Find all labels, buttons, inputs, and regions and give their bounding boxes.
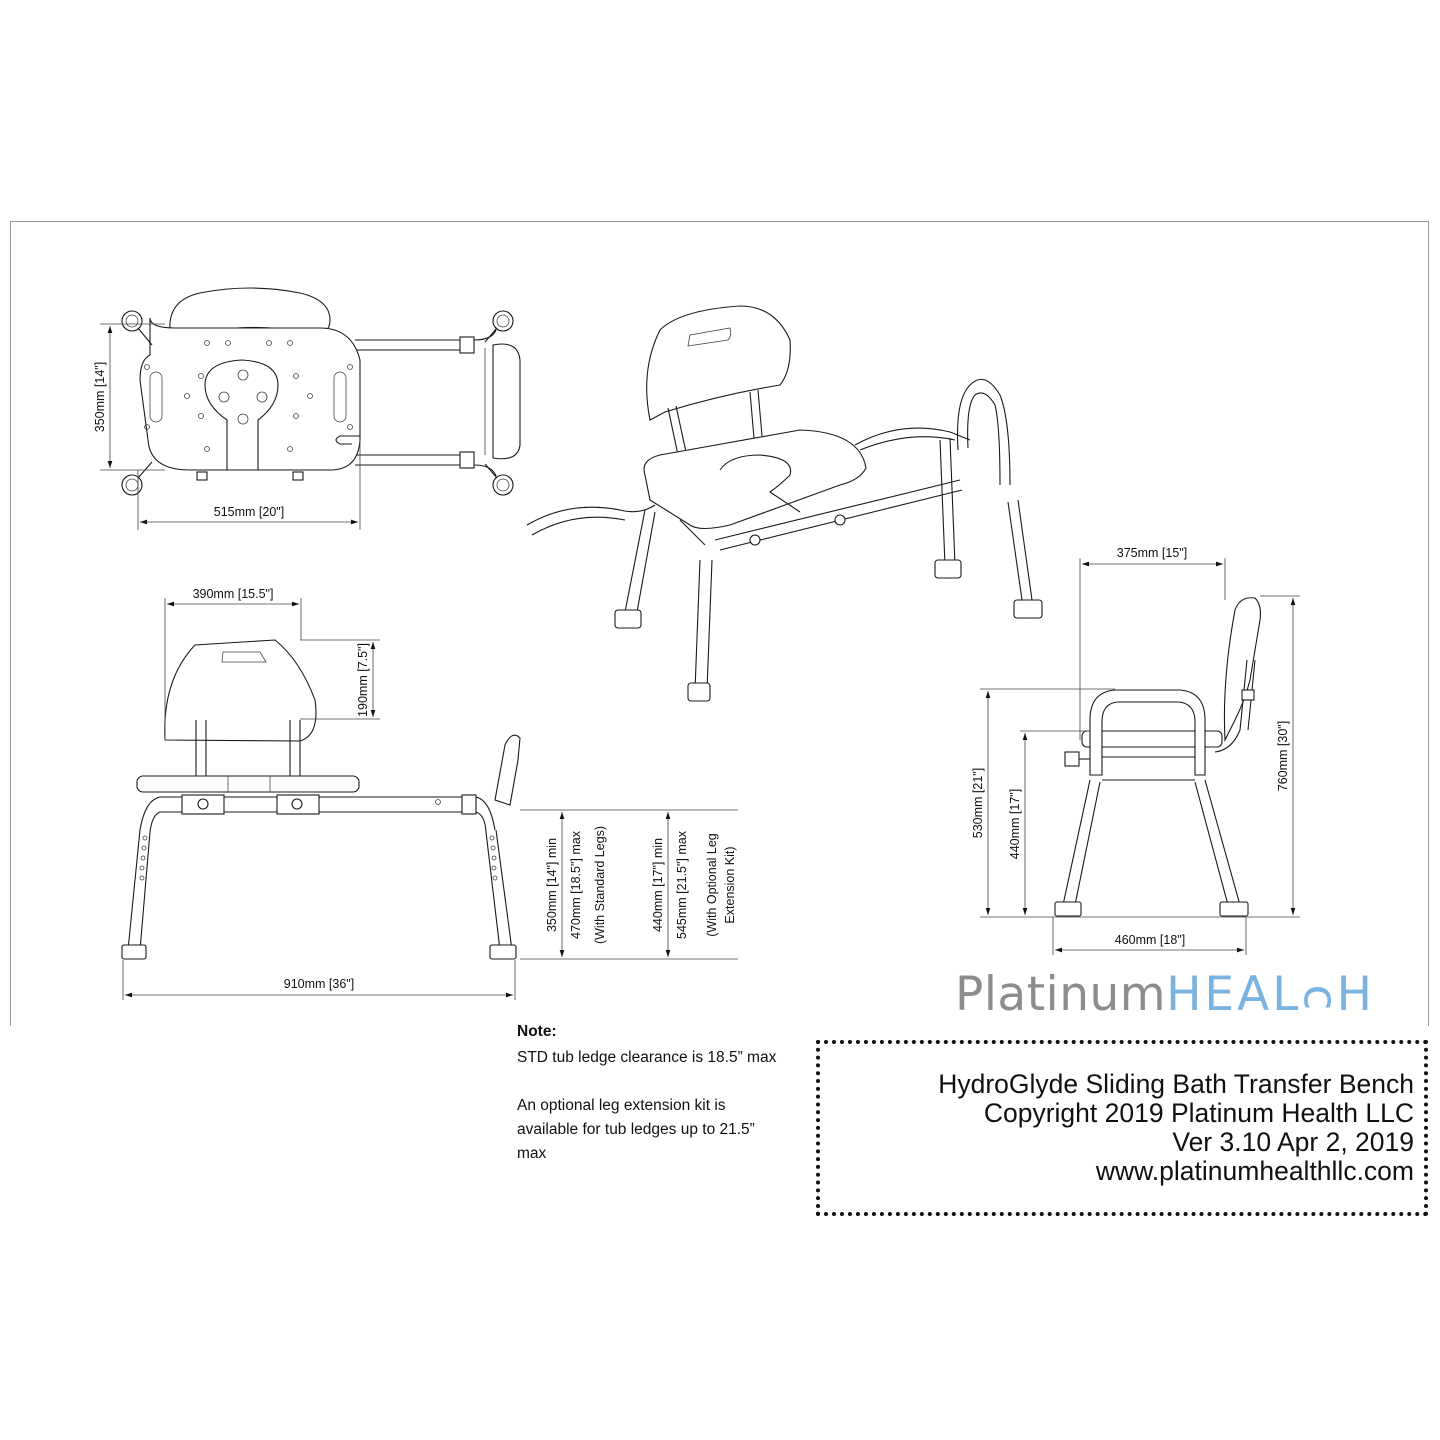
std-legs-max-dimension: 470mm [18.5"] max <box>569 830 583 939</box>
person-figure-icon: ᴒ <box>1301 967 1337 1022</box>
ext-legs-max-dimension: 545mm [21.5"] max <box>675 830 689 939</box>
note-paragraph-std: STD tub ledge clearance is 18.5” max <box>517 1049 777 1066</box>
logo-health-text: HEAL <box>1166 967 1302 1022</box>
ext-legs-min-dimension: 440mm [17"] min <box>651 838 665 932</box>
copyright-text: Copyright 2019 Platinum Health LLC <box>983 1098 1414 1128</box>
isometric-view <box>526 305 1043 702</box>
side-view: 375mm [15"] 530mm [21"] 440mm [17"] 760m… <box>971 546 1300 955</box>
armrest-height-dimension: 530mm [21"] <box>971 768 985 838</box>
std-legs-min-dimension: 350mm [14"] min <box>545 838 559 932</box>
overall-height-dimension: 760mm [30"] <box>1276 721 1290 791</box>
top-view: 350mm [14"] 515mm [20"] <box>93 287 521 530</box>
platinum-health-logo: PlatinumHEALᴒH <box>955 966 1375 1026</box>
logo-platinum-text: Platinum <box>955 967 1167 1022</box>
note-paragraph-extension: An optional leg extension kit is availab… <box>517 1097 755 1162</box>
ext-legs-caption-2: Extension Kit) <box>723 846 737 923</box>
overall-length-dimension: 910mm [36"] <box>284 977 354 991</box>
logo-health-text-end: H <box>1336 967 1375 1022</box>
seat-height-dimension: 440mm [17"] <box>1008 789 1022 859</box>
website-link[interactable]: www.platinumhealthllc.com <box>1095 1156 1414 1186</box>
ext-legs-caption-1: (With Optional Leg <box>705 833 719 937</box>
title-block: HydroGlyde Sliding Bath Transfer Bench C… <box>816 1040 1428 1216</box>
backrest-width-dimension: 390mm [15.5"] <box>193 587 274 601</box>
note-heading: Note: <box>517 1023 557 1040</box>
top-width-dimension: 515mm [20"] <box>214 505 284 519</box>
std-legs-caption: (With Standard Legs) <box>593 826 607 944</box>
drawing-frame <box>10 221 1429 1026</box>
backrest-height-dimension: 190mm [7.5"] <box>356 643 370 717</box>
version-text: Ver 3.10 Apr 2, 2019 <box>1172 1127 1414 1157</box>
front-view: 390mm [15.5"] 190mm [7.5"] 910mm [36"] 3… <box>121 587 738 1000</box>
document-title: HydroGlyde Sliding Bath Transfer Bench <box>938 1069 1414 1099</box>
note-block: Note: STD tub ledge clearance is 18.5” m… <box>517 1020 787 1190</box>
seat-depth-dimension: 375mm [15"] <box>1117 546 1187 560</box>
top-depth-dimension: 350mm [14"] <box>93 362 107 432</box>
leg-span-dimension: 460mm [18"] <box>1115 933 1185 947</box>
